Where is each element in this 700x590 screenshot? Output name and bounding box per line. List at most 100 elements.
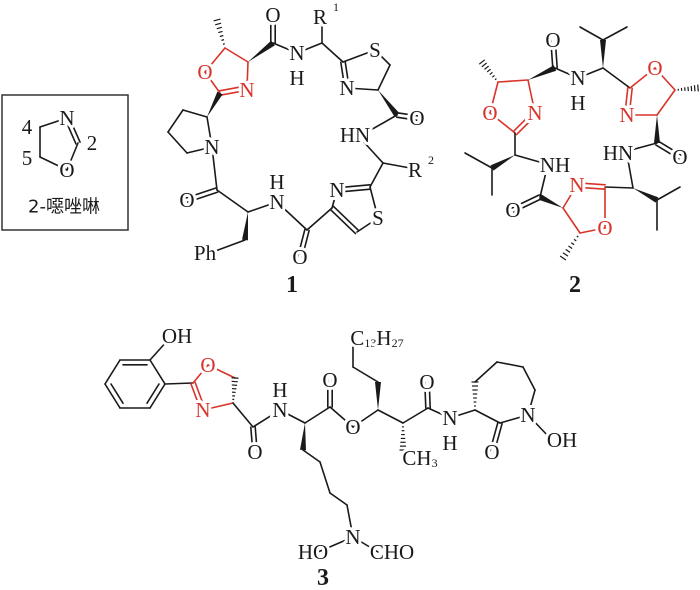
bond: [576, 186, 606, 190]
bond: [192, 364, 209, 384]
bond: [64, 118, 77, 145]
oxazoline-inset: N O 4 2 5 2-噁唑啉: [1, 94, 129, 231]
atom-label: S: [372, 206, 384, 230]
atom-label: N: [329, 178, 344, 202]
bond: [377, 64, 391, 91]
bond: [527, 389, 536, 416]
hash-bond: [216, 26, 222, 30]
bond: [369, 162, 384, 188]
bond: [527, 414, 551, 439]
position-2: 2: [87, 131, 98, 155]
bond: [321, 42, 344, 63]
bond: [402, 407, 429, 424]
bond: [428, 381, 431, 409]
bond: [577, 67, 604, 79]
oxazoline-n: N: [239, 78, 254, 102]
hash-bond: [559, 255, 567, 261]
bond: [66, 142, 79, 171]
atom-label: OH: [547, 428, 577, 452]
atom-label: N: [339, 76, 354, 100]
bond: [149, 359, 166, 385]
atom-label: H: [570, 91, 585, 115]
hash-bond: [562, 252, 569, 257]
oxazoline-n: N: [527, 101, 542, 125]
hash-bond: [213, 18, 221, 22]
bond: [340, 61, 346, 90]
bond-layer: [39, 17, 699, 553]
bond: [254, 426, 258, 453]
bond: [624, 86, 629, 116]
bond: [250, 426, 254, 453]
hash-bond: [221, 39, 225, 41]
bond: [202, 402, 234, 411]
hash-bond: [222, 43, 225, 45]
bond: [496, 361, 524, 368]
bond: [656, 89, 676, 116]
inset-title: 2-噁唑啉: [28, 197, 100, 218]
bond: [346, 504, 354, 538]
bond: [186, 146, 213, 154]
bond: [342, 49, 376, 63]
oxazoline-o: O: [200, 353, 215, 377]
bond: [562, 184, 578, 209]
compound-number: 3: [317, 565, 329, 590]
wedge-bond: [600, 40, 606, 68]
bond: [449, 409, 476, 419]
wedge-bond: [242, 212, 248, 241]
bond: [104, 383, 121, 409]
wedge-bond: [300, 423, 306, 451]
bond: [628, 87, 633, 117]
atom-label: H: [289, 66, 304, 90]
atom-label: HN: [340, 123, 370, 147]
atom-label: O: [322, 368, 337, 392]
oxazoline-o: O: [647, 56, 662, 80]
bond: [361, 114, 398, 136]
wedge-bond: [538, 194, 563, 208]
bond: [167, 109, 184, 133]
hash-bond: [218, 30, 223, 34]
oxazoline-n: N: [619, 103, 634, 127]
bond: [369, 186, 379, 219]
bond: [576, 182, 606, 186]
atom-label: H: [269, 170, 284, 194]
compound-2: O N H O N O N O HN NH N O O 2: [479, 25, 690, 298]
bond: [306, 207, 333, 231]
oxazoline-n: N: [195, 398, 210, 422]
atom-label: O: [409, 106, 424, 130]
hash-bond: [486, 68, 491, 73]
alkyl-chain-label: C13H27: [350, 326, 403, 350]
bond: [336, 188, 371, 193]
bond: [346, 87, 379, 91]
bond: [657, 140, 682, 156]
bond: [297, 228, 306, 258]
bond: [104, 359, 121, 385]
hash-bond: [231, 377, 239, 379]
wedge-bond: [375, 382, 381, 410]
oxazoline-o: O: [197, 60, 212, 84]
bond: [382, 162, 411, 169]
atom-label: O: [265, 3, 280, 27]
bond: [527, 79, 536, 114]
bond: [512, 110, 535, 133]
bond: [272, 42, 298, 54]
atom-label: Ph: [194, 241, 217, 265]
atom-label: O: [247, 440, 262, 464]
bond: [211, 146, 218, 191]
bond: [579, 227, 606, 234]
atom-n: N: [59, 106, 74, 130]
atom-label: OH: [162, 324, 192, 348]
wedge-bond: [633, 188, 659, 203]
bond: [218, 85, 248, 92]
atom-label: O: [545, 28, 560, 52]
bond: [427, 407, 451, 419]
hash-bond: [570, 242, 575, 246]
atom-label: R: [408, 158, 422, 182]
atom-label: NH: [540, 153, 570, 177]
bond: [489, 81, 499, 114]
bond: [190, 382, 202, 412]
bond: [511, 194, 540, 209]
bond: [167, 131, 188, 154]
bond: [39, 156, 68, 171]
compound-number: 2: [569, 272, 581, 298]
bond: [493, 422, 503, 454]
